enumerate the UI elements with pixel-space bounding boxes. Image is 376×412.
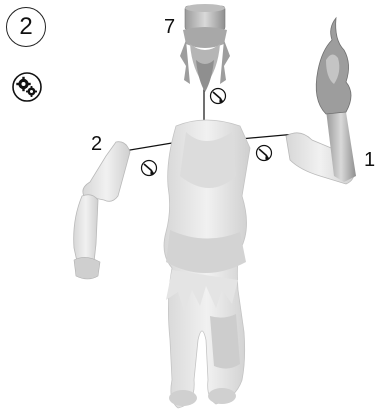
- callout-head: 7: [164, 17, 175, 37]
- callout-left-arm: 2: [91, 134, 102, 154]
- head-part: [180, 4, 230, 92]
- left-arm-part: [74, 142, 130, 279]
- glue-drop-icon: [257, 146, 272, 161]
- glue-drop-icon: [211, 89, 226, 104]
- glue-drop-icon: [142, 161, 157, 176]
- body-part: [164, 120, 250, 408]
- right-arm-part: [286, 18, 356, 184]
- callout-right-arm: 1: [364, 150, 375, 170]
